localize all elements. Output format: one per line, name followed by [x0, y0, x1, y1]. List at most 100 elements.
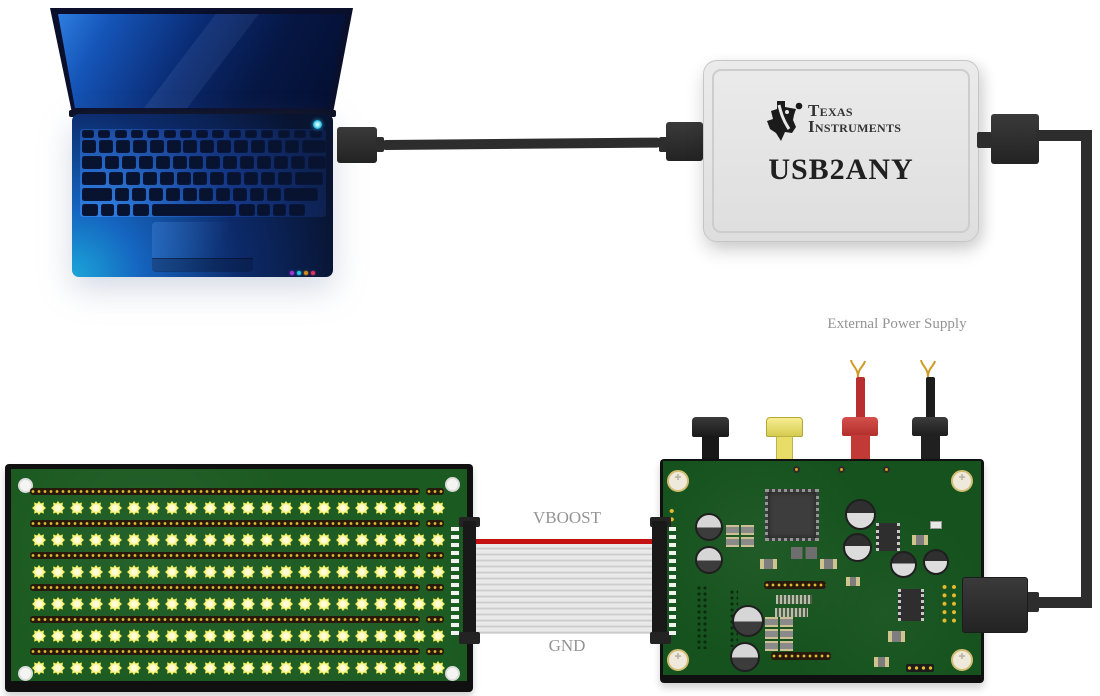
led — [412, 597, 426, 611]
post-cap — [766, 417, 803, 437]
usb-plug-usb2any-left — [666, 122, 703, 161]
keyboard-key — [114, 188, 129, 201]
led — [241, 501, 255, 515]
led — [393, 565, 407, 579]
led — [279, 629, 293, 643]
usb2any-inner-border — [712, 69, 970, 233]
keyboard-key — [293, 130, 306, 138]
led — [222, 661, 236, 675]
status-led — [290, 271, 294, 275]
led — [203, 629, 217, 643]
keyboard-key — [284, 140, 299, 153]
led — [298, 533, 312, 547]
led — [51, 597, 65, 611]
led — [393, 661, 407, 675]
connector-pins — [451, 527, 459, 635]
led — [184, 629, 198, 643]
led — [89, 661, 103, 675]
led — [241, 629, 255, 643]
connector-pins — [669, 527, 676, 635]
trackpad-button-area — [152, 258, 253, 272]
keyboard-key — [199, 188, 214, 201]
keyboard-key — [121, 156, 136, 169]
keyboard-key — [240, 156, 255, 169]
keyboard-key — [233, 188, 248, 201]
keyboard-key — [210, 172, 225, 185]
keyboard-key — [290, 156, 305, 169]
led — [127, 501, 141, 515]
connector-bar — [652, 521, 667, 639]
led-dot-strip — [426, 616, 444, 623]
keyboard-key — [216, 188, 231, 201]
usb-connector-board — [962, 577, 1028, 633]
led — [374, 661, 388, 675]
resistor — [820, 559, 837, 569]
led — [165, 501, 179, 515]
led — [431, 661, 445, 675]
led — [108, 629, 122, 643]
smd-capacitor — [741, 537, 754, 547]
smd-capacitor — [765, 629, 778, 639]
keyboard-key — [138, 156, 153, 169]
led — [393, 501, 407, 515]
keyboard-key — [289, 204, 306, 216]
keyboard-key — [257, 156, 271, 169]
resistor — [888, 631, 905, 642]
keyboard-key — [82, 188, 112, 201]
test-point — [838, 466, 845, 473]
usb2any-label: USB2ANY — [768, 153, 914, 186]
led — [241, 661, 255, 675]
keyboard-key — [257, 204, 271, 216]
keyboard-key — [155, 156, 170, 169]
led — [32, 629, 46, 643]
led-dot-strip — [426, 648, 444, 655]
led — [51, 533, 65, 547]
keyboard-key — [228, 130, 241, 138]
led — [336, 565, 350, 579]
led — [279, 501, 293, 515]
keyboard-key — [267, 140, 282, 153]
mounting-hole — [445, 666, 460, 681]
cable-stub — [977, 132, 992, 148]
led — [279, 533, 293, 547]
smd-capacitor — [726, 537, 739, 547]
indicator-lights — [290, 271, 320, 276]
probe-stem — [851, 435, 870, 463]
keyboard-key — [245, 130, 257, 138]
ribbon-body — [476, 544, 654, 634]
connector-flange — [459, 632, 480, 644]
keyboard-key — [189, 156, 204, 169]
status-led — [311, 271, 315, 275]
led — [146, 565, 160, 579]
keyboard-key — [200, 140, 215, 153]
led — [374, 597, 388, 611]
capacitor — [923, 549, 949, 575]
external-power-supply-label: External Power Supply — [807, 316, 987, 333]
ic-chip — [876, 523, 900, 551]
keyboard-key — [115, 140, 130, 153]
keyboard-key — [301, 140, 326, 153]
led — [317, 661, 331, 675]
keyboard-key — [310, 130, 323, 138]
usb-plug-laptop — [337, 127, 377, 163]
ic-chip — [898, 589, 924, 621]
keyboard-key — [206, 156, 221, 169]
microcontroller-chip — [765, 489, 819, 541]
led — [165, 565, 179, 579]
led — [165, 661, 179, 675]
mounting-hole — [445, 477, 460, 492]
smd-capacitor — [726, 525, 739, 535]
led — [298, 597, 312, 611]
keyboard-key — [294, 172, 323, 185]
keyboard-key — [142, 172, 157, 185]
connector-bar — [463, 521, 476, 639]
capacitor — [695, 546, 723, 574]
keyboard-key — [277, 172, 292, 185]
led — [146, 533, 160, 547]
led — [298, 629, 312, 643]
led — [127, 661, 141, 675]
led-dot-strip — [30, 584, 420, 591]
keyboard-key — [82, 130, 94, 138]
led — [184, 533, 198, 547]
led — [184, 501, 198, 515]
